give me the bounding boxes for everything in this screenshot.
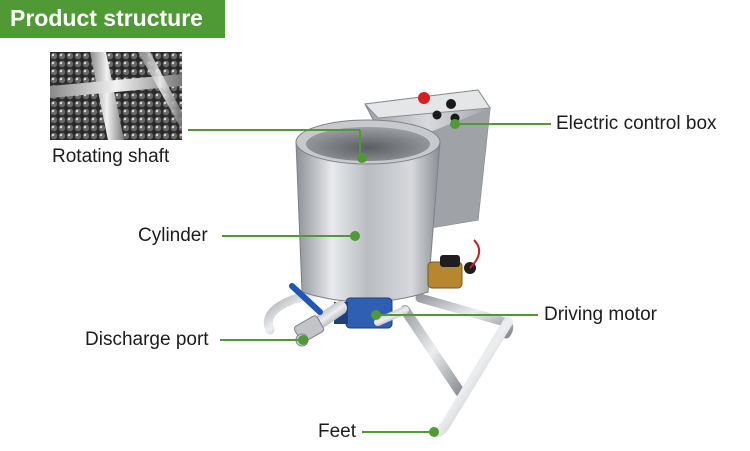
- leader-dot-icon: [450, 119, 460, 129]
- emergency-stop-icon: [418, 92, 430, 104]
- leader-dot-icon: [298, 335, 308, 345]
- solenoid-valve: [427, 239, 481, 289]
- control-knob-icon: [446, 99, 456, 109]
- label-feet: Feet: [318, 421, 357, 442]
- label-electric-control-box: Electric control box: [556, 113, 717, 134]
- label-cylinder: Cylinder: [138, 225, 208, 246]
- cylinder-body: [295, 119, 441, 303]
- leader-dots: [298, 119, 460, 437]
- label-discharge-port: Discharge port: [85, 329, 209, 350]
- leader-lines: [188, 123, 551, 433]
- rotating-shaft-closeup: [50, 52, 182, 140]
- label-driving-motor: Driving motor: [544, 304, 657, 325]
- leader-dot-icon: [371, 310, 381, 320]
- page-title: Product structure: [10, 5, 203, 31]
- leader-dot-icon: [350, 231, 360, 241]
- title-banner: Product structure: [0, 0, 225, 38]
- front-legs: [374, 305, 513, 438]
- label-rotating-shaft: Rotating shaft: [52, 146, 170, 167]
- leader-dot-icon: [357, 153, 367, 163]
- leader-dot-icon: [429, 427, 439, 437]
